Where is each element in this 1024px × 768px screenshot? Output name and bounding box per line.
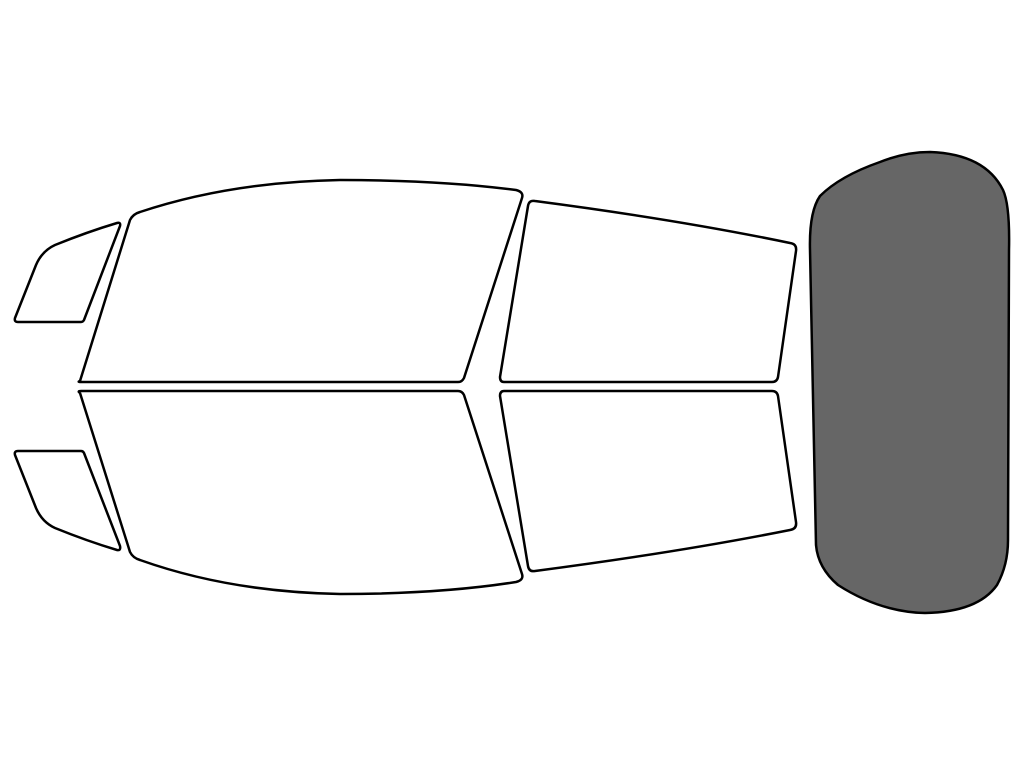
rear-door-window-bottom[interactable] — [498, 389, 798, 573]
front-door-window-top[interactable] — [77, 178, 524, 384]
front-door-window-bottom[interactable] — [77, 389, 524, 596]
rear-windshield[interactable] — [808, 150, 1011, 615]
front-quarter-window-bottom[interactable] — [13, 449, 122, 552]
front-quarter-window-top[interactable] — [13, 221, 122, 324]
rear-door-window-top[interactable] — [498, 199, 798, 384]
